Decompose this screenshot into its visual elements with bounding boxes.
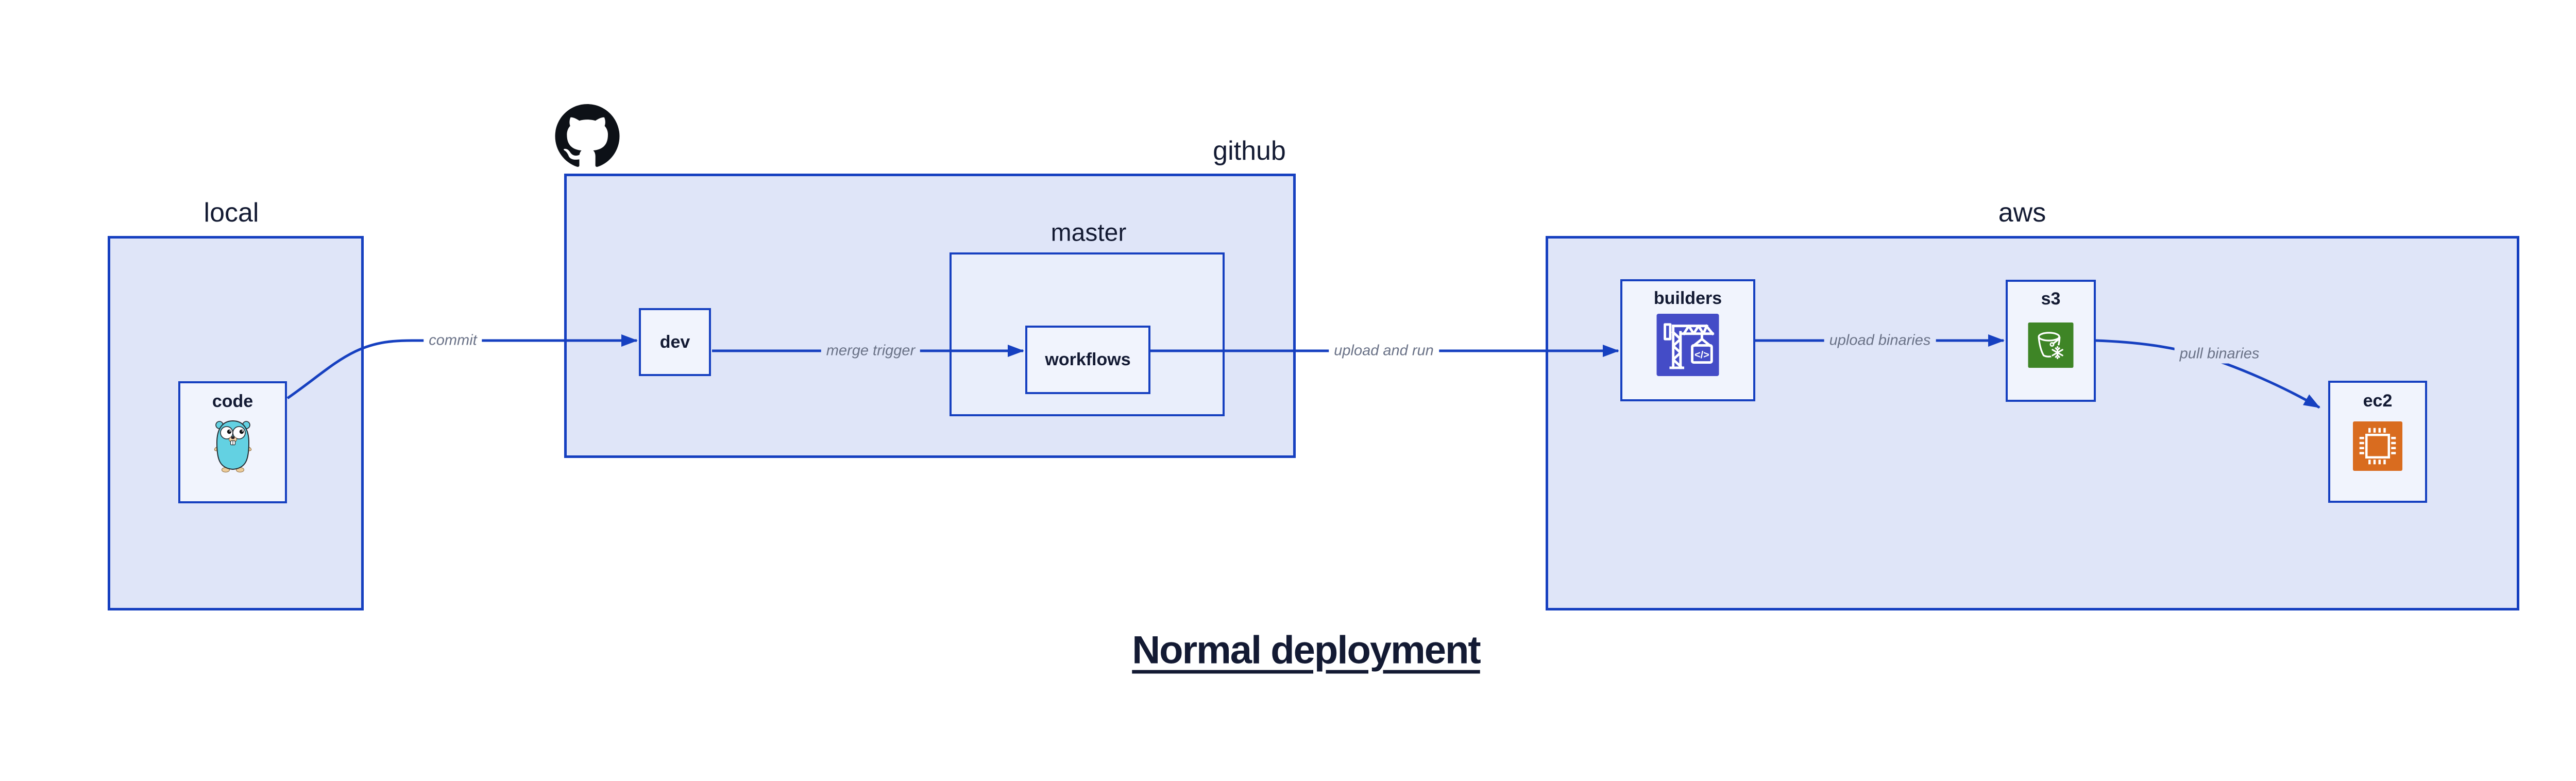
octocat-mark: [555, 104, 620, 167]
aws-s3-glacier-icon: [2028, 322, 2074, 368]
node-code-label: code: [212, 392, 253, 411]
node-dev-box[interactable]: dev: [639, 308, 711, 376]
aws-codebuild-icon: </>: [1656, 314, 1719, 376]
edge-pull-binaries-label: pull binaries: [2174, 344, 2265, 364]
node-workflows-label: workflows: [1045, 350, 1131, 369]
node-workflows-box[interactable]: workflows: [1025, 326, 1150, 394]
diagram-title: Normal deployment: [1132, 628, 1481, 672]
node-s3-box[interactable]: s3: [2006, 280, 2096, 402]
node-builders-box[interactable]: builders </>: [1620, 279, 1755, 401]
group-aws-label: aws: [1998, 198, 2046, 228]
go-gopher-icon: [214, 420, 251, 472]
aws-ec2-icon: [2353, 421, 2402, 471]
codebuild-code-glyph: </>: [1694, 349, 1709, 361]
edge-upload-and-run-label: upload and run: [1329, 341, 1439, 361]
node-dev-label: dev: [659, 332, 690, 352]
edge-commit-label: commit: [423, 331, 482, 350]
group-master-label: master: [1050, 219, 1127, 247]
node-code-box[interactable]: code: [178, 381, 287, 503]
node-ec2-label: ec2: [2363, 391, 2393, 411]
group-local-label: local: [204, 198, 259, 228]
edge-merge-trigger-label: merge trigger: [821, 341, 921, 361]
node-builders-label: builders: [1653, 288, 1722, 308]
edge-upload-binaries-label: upload binaries: [1824, 331, 1936, 350]
node-ec2-box[interactable]: ec2: [2328, 381, 2427, 503]
node-s3-label: s3: [2041, 289, 2061, 309]
github-octocat-logo-icon: [555, 104, 620, 167]
group-github-label: github: [1213, 136, 1286, 166]
